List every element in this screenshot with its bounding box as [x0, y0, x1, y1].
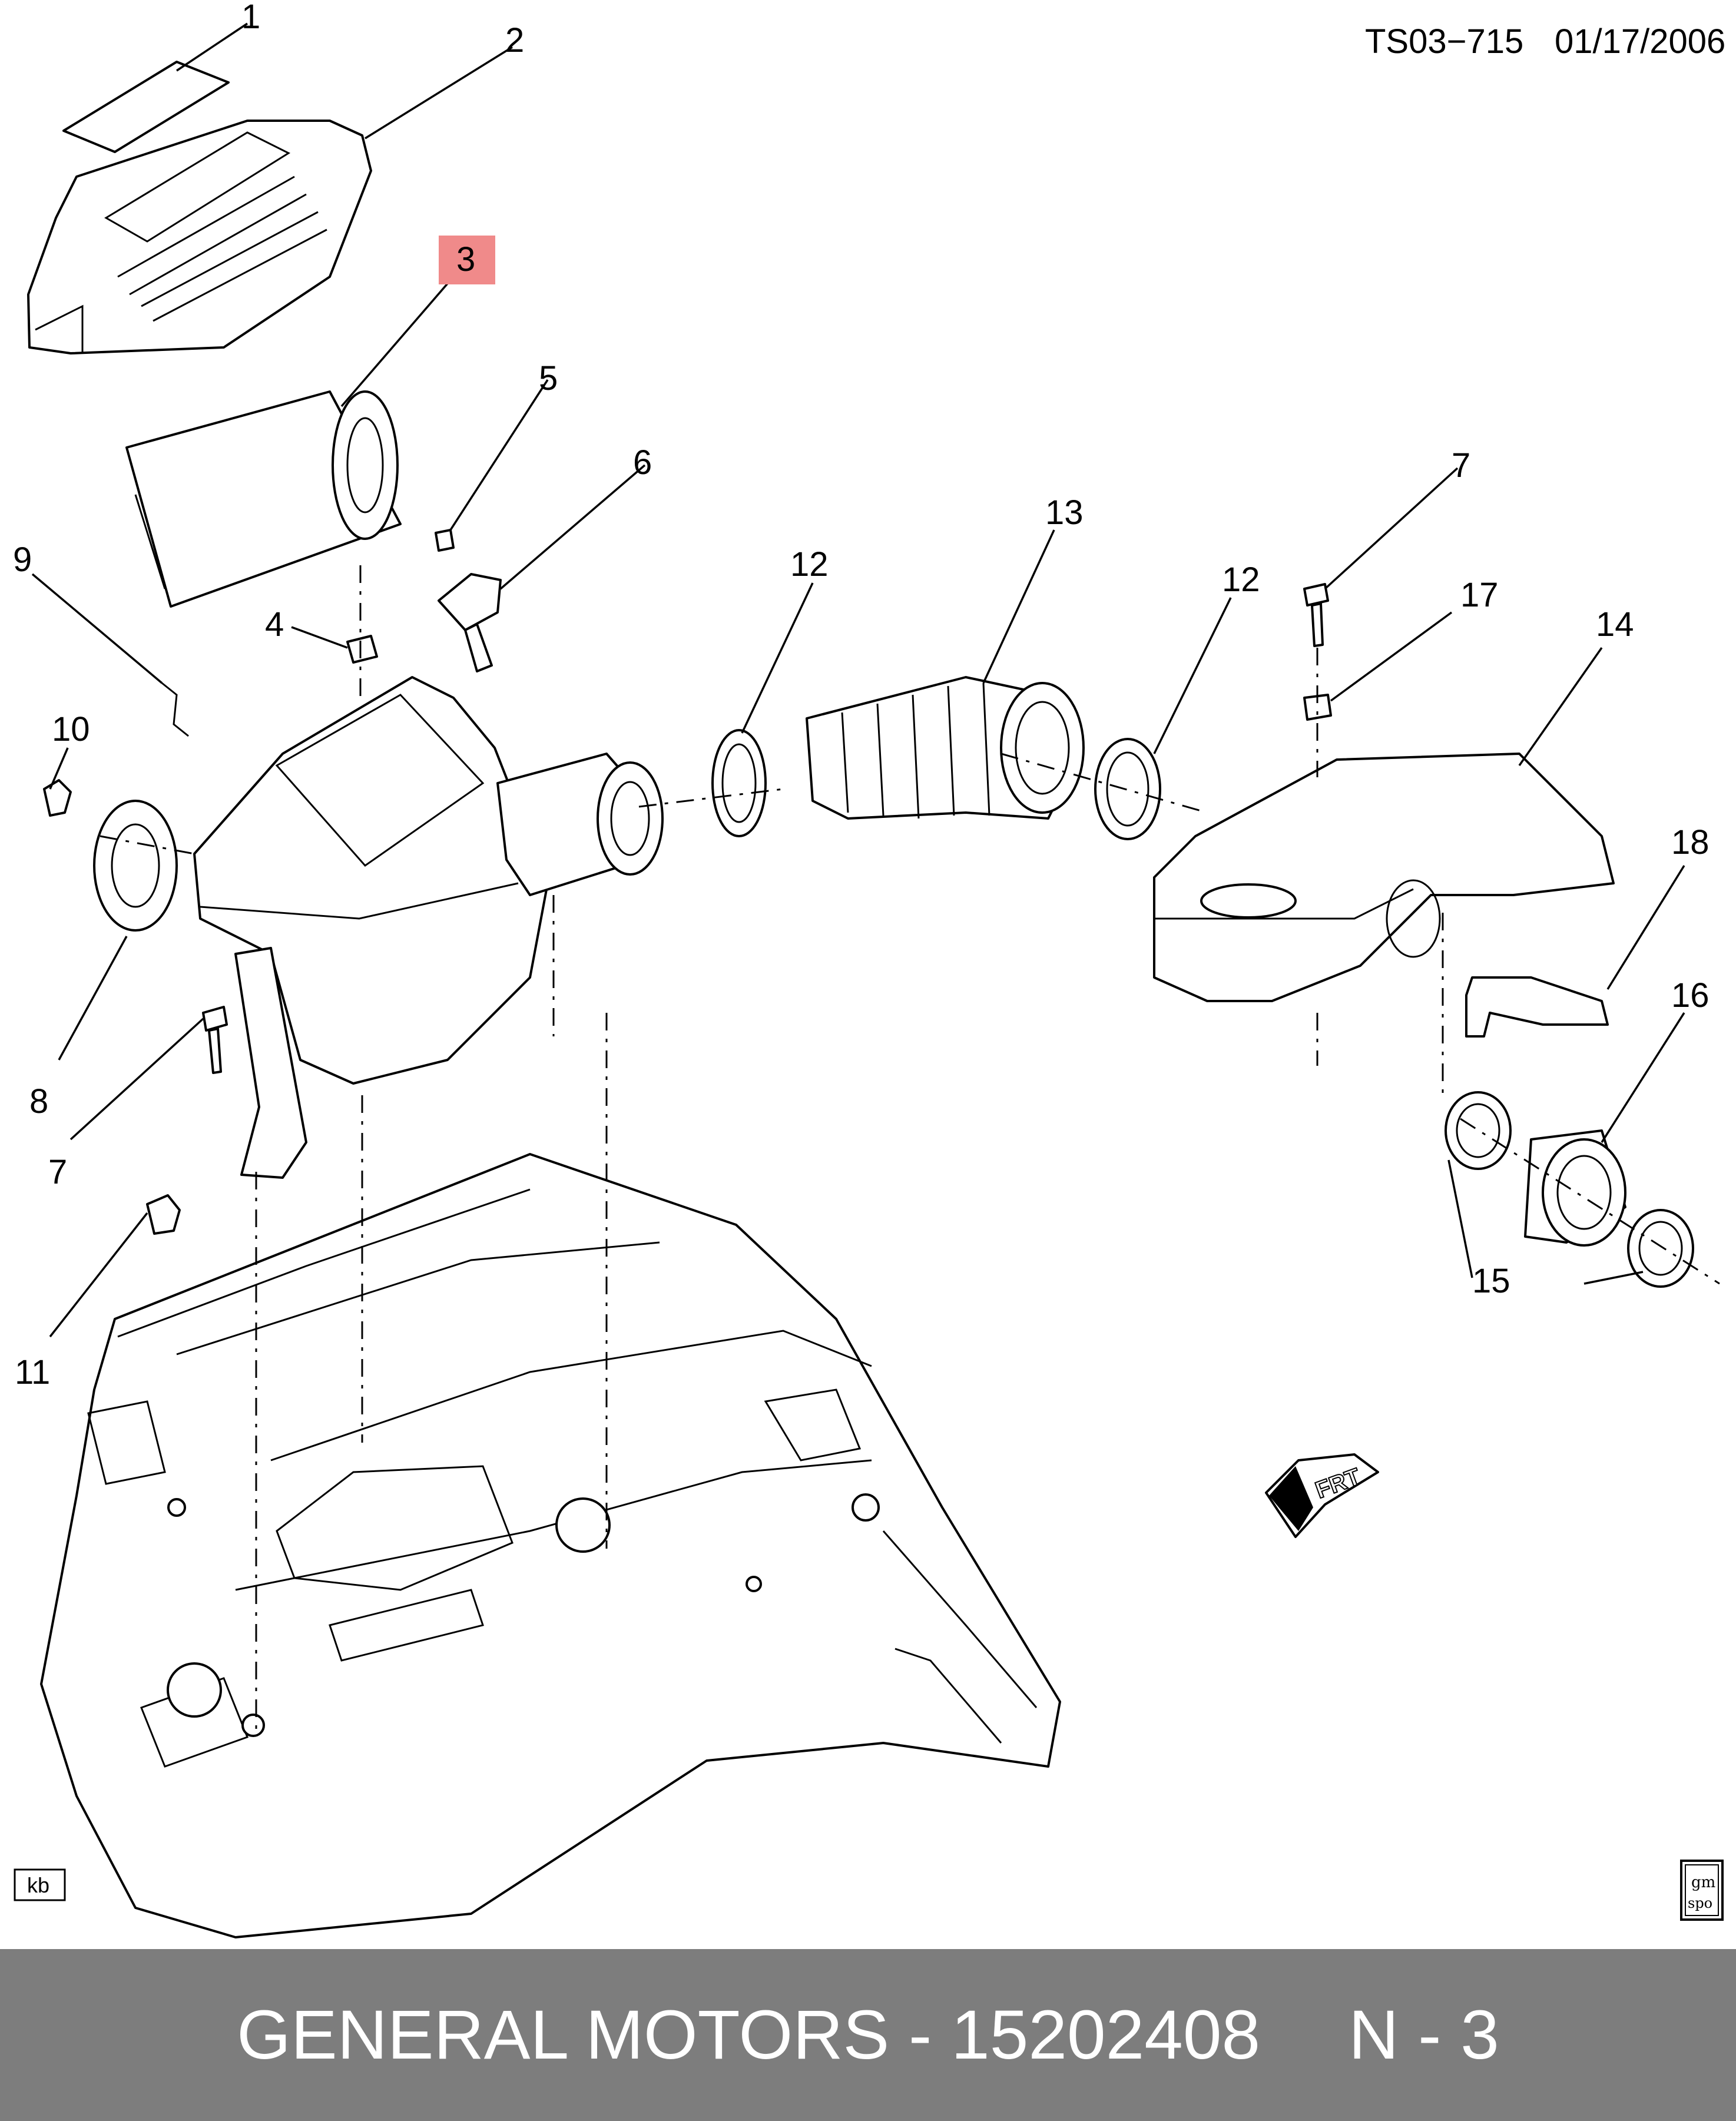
- part-air-cleaner-cover: [27, 120, 372, 354]
- part-air-cleaner-housing: [93, 676, 549, 1179]
- part-bolt-7b: [1303, 583, 1329, 647]
- callout-13: 13: [1045, 493, 1084, 532]
- part-bolt-7a: [202, 1006, 228, 1074]
- callout-leaders: [31, 22, 1685, 1338]
- part-coupler-16: [1524, 1129, 1626, 1247]
- drawing-id: TS03−715: [1365, 22, 1523, 61]
- part-clamp-15b: [1627, 1209, 1694, 1288]
- callout-14: 14: [1596, 605, 1634, 644]
- parts-diagram: TS03−715 01/17/2006: [13, 0, 1725, 1938]
- part-clamp-12a: [711, 729, 767, 837]
- drawing-date: 01/17/2006: [1555, 22, 1725, 61]
- vehicle-body-structure: [40, 1153, 1061, 1938]
- callout-12b: 12: [1222, 561, 1260, 599]
- part-push-pin-10: [43, 779, 72, 817]
- callout-5: 5: [539, 359, 558, 397]
- callout-3: 3: [456, 240, 475, 279]
- callout-4: 4: [265, 605, 284, 644]
- part-nut-4: [346, 635, 378, 664]
- part-hose-18: [1465, 976, 1609, 1038]
- part-sensor-6: [438, 573, 502, 672]
- callout-1: 1: [241, 0, 260, 36]
- callout-7b: 7: [1452, 446, 1470, 485]
- callout-labels: 1 2 3 4 5 6 7 7 8 9 10 11 12 12 13 14 15…: [13, 0, 1710, 1391]
- callout-15: 15: [1472, 1262, 1510, 1300]
- callout-3-highlight: [439, 236, 495, 284]
- footer-position: N - 3: [1349, 1996, 1499, 2074]
- callout-18: 18: [1671, 823, 1710, 861]
- footer-banner: GENERAL MOTORS - 15202408 N - 3: [0, 1949, 1736, 2121]
- callout-2: 2: [505, 21, 524, 59]
- gm-spo-logo: gm spo: [1680, 1860, 1724, 1921]
- callout-16: 16: [1671, 976, 1710, 1015]
- callout-9: 9: [13, 541, 32, 579]
- callout-17: 17: [1460, 576, 1499, 614]
- part-maf-outlet: [496, 753, 664, 896]
- callout-11: 11: [15, 1353, 50, 1391]
- callout-6: 6: [633, 443, 652, 482]
- front-direction-icon: FRT: [1265, 1453, 1379, 1538]
- part-bolt-5: [435, 529, 455, 552]
- callout-7a: 7: [48, 1153, 67, 1191]
- part-clamp-15a: [1445, 1091, 1512, 1170]
- logo-gm: gm: [1691, 1874, 1715, 1891]
- part-intake-duct-13: [806, 676, 1085, 820]
- part-push-pin-11: [146, 1194, 181, 1235]
- callout-12a: 12: [790, 545, 829, 584]
- callout-8: 8: [29, 1082, 48, 1121]
- callout-10: 10: [52, 710, 90, 748]
- logo-spo: spo: [1688, 1895, 1712, 1911]
- part-clamp-12b: [1094, 738, 1161, 840]
- part-label-sticker: [62, 61, 230, 153]
- footer-brand-part: GENERAL MOTORS - 15202408: [237, 1996, 1261, 2074]
- part-resonator-14: [1153, 753, 1615, 1002]
- kb-label: kb: [27, 1873, 49, 1897]
- assembly-centerlines: [100, 565, 1720, 1737]
- part-nut-17: [1303, 694, 1332, 721]
- kb-box: kb: [14, 1868, 66, 1901]
- part-air-filter-element: [125, 390, 402, 608]
- part-clip-9: [161, 682, 189, 737]
